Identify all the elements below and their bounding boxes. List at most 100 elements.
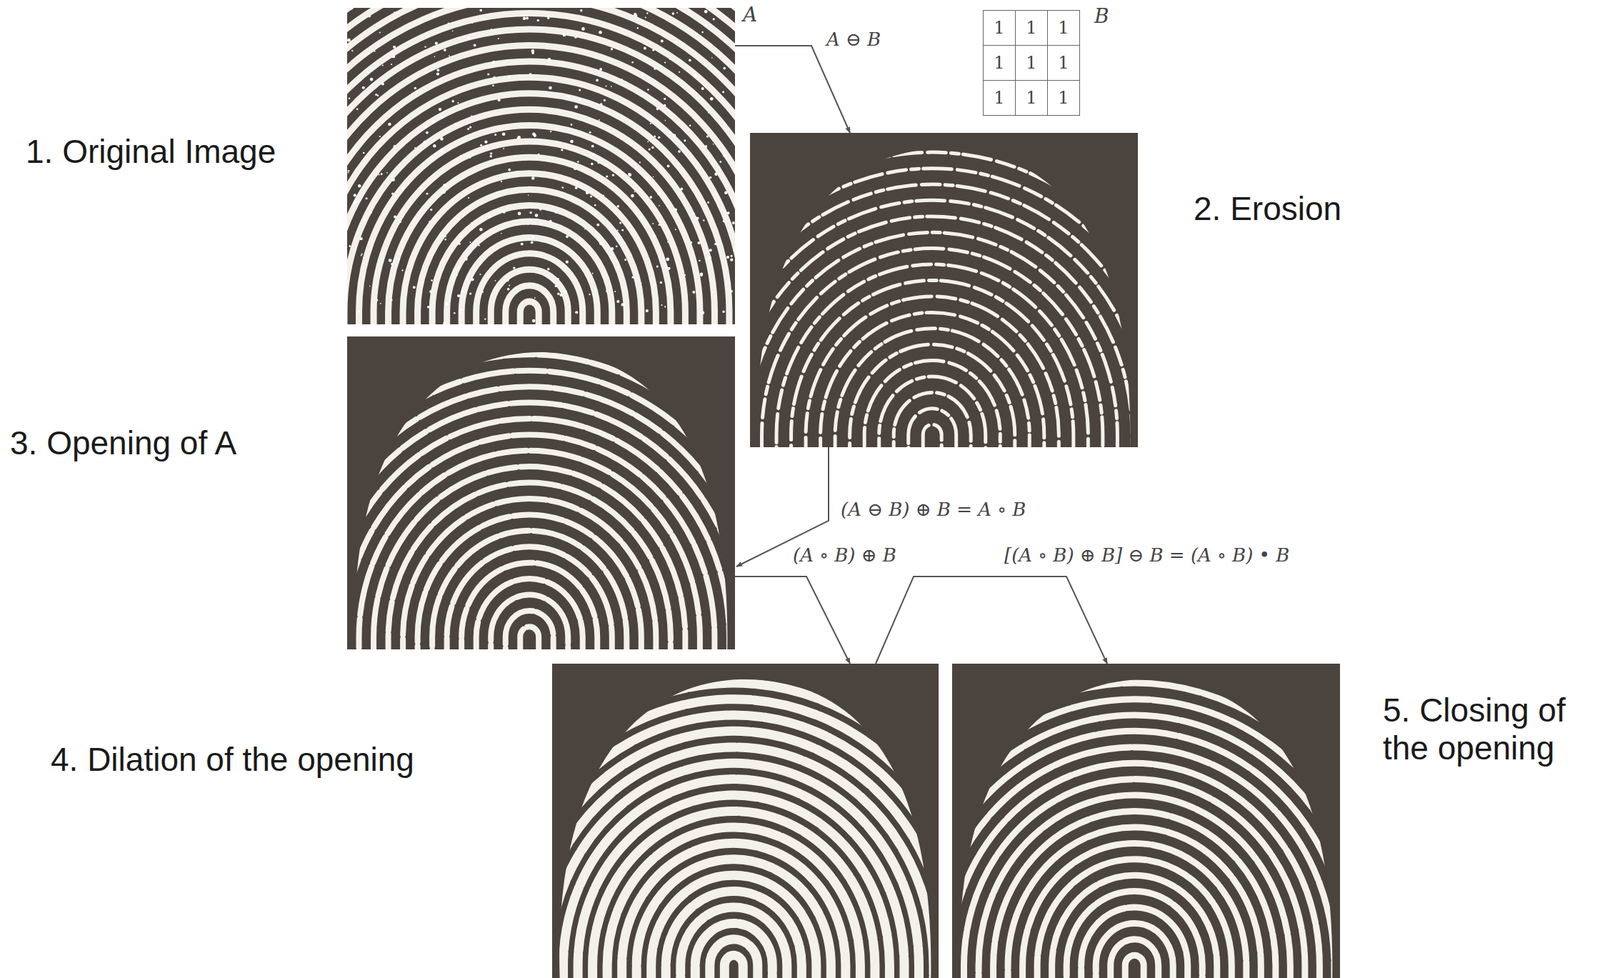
noise-speck — [393, 11, 395, 13]
noise-speck — [473, 44, 477, 48]
noise-speck — [667, 267, 671, 270]
noise-speck — [379, 188, 382, 191]
noise-speck — [425, 131, 429, 135]
noise-speck — [430, 279, 433, 282]
fingerprint-ridge — [552, 663, 939, 978]
fingerprint-ridge — [791, 280, 1074, 448]
fingerprint-ridge — [347, 7, 735, 325]
fingerprint-ridge — [952, 663, 1340, 978]
noise-speck — [618, 234, 621, 237]
fingerprint-ridge — [750, 184, 1138, 448]
noise-speck — [730, 255, 733, 258]
structuring-element-cell: 1 — [1015, 10, 1048, 46]
fingerprint-ridge — [347, 354, 735, 650]
noise-speck — [517, 135, 521, 140]
noise-speck — [470, 115, 473, 118]
noise-speck — [608, 110, 610, 113]
fingerprint-ridge — [347, 336, 735, 650]
operation-arrow — [735, 576, 850, 664]
structuring-element-cell: 1 — [982, 10, 1016, 46]
panel-caption: 2. Erosion — [1193, 190, 1342, 228]
fingerprint-ridge — [879, 376, 986, 448]
noise-speck — [375, 93, 378, 96]
noise-speck — [489, 215, 491, 218]
noise-speck — [430, 159, 432, 161]
fingerprint-ridge — [952, 663, 1340, 978]
noise-speck — [661, 304, 663, 306]
fingerprint-ridge — [1037, 859, 1232, 978]
noise-speck — [615, 245, 618, 248]
noise-speck — [490, 152, 493, 155]
structuring-element-cell: 1 — [1047, 10, 1080, 46]
noise-speck — [356, 120, 359, 123]
noise-speck — [492, 85, 495, 88]
noise-speck — [530, 77, 533, 80]
fingerprint-ridge — [750, 132, 1138, 448]
noise-speck — [434, 55, 436, 58]
noise-speck — [535, 213, 539, 218]
noise-speck — [575, 310, 578, 314]
noise-speck — [427, 305, 430, 308]
noise-speck — [428, 220, 431, 223]
noise-speck — [692, 212, 695, 215]
noise-speck — [663, 97, 666, 100]
noise-speck — [675, 40, 678, 44]
noise-speck — [680, 187, 683, 191]
noise-speck — [730, 290, 733, 293]
noise-speck — [672, 94, 675, 96]
noise-speck — [590, 195, 593, 198]
noise-speck — [710, 261, 712, 263]
noise-speck — [456, 274, 458, 276]
noise-speck — [453, 122, 458, 127]
noise-speck — [692, 290, 695, 294]
noise-speck — [660, 40, 664, 43]
fingerprint-ridge — [750, 132, 1138, 448]
noise-speck — [604, 162, 608, 167]
noise-speck — [467, 197, 470, 199]
noise-speck — [479, 273, 481, 275]
fingerprint-ridge — [622, 842, 846, 978]
fingerprint-ridge — [347, 336, 735, 650]
noise-speck — [412, 285, 416, 289]
noise-speck — [596, 223, 600, 227]
noise-speck — [567, 95, 571, 99]
panel-caption: 3. Opening of A — [10, 424, 237, 463]
noise-speck — [467, 127, 470, 130]
noise-speck — [648, 148, 651, 151]
noise-speck — [570, 123, 573, 126]
noise-speck — [599, 67, 603, 71]
fingerprint-ridge — [347, 7, 735, 325]
noise-speck — [537, 19, 540, 22]
set-name: A — [742, 2, 758, 27]
operation-arrow — [875, 576, 1108, 664]
fingerprint-ridge — [347, 77, 735, 325]
fingerprint-group — [552, 663, 939, 978]
noise-speck — [660, 281, 663, 284]
noise-speck — [490, 28, 493, 30]
noise-speck — [632, 276, 635, 279]
noise-speck — [666, 155, 668, 158]
fingerprint-ridge — [552, 663, 939, 978]
noise-speck — [624, 258, 627, 261]
noise-speck — [500, 180, 503, 183]
noise-speck — [701, 87, 705, 90]
fingerprint-ridge — [1125, 955, 1144, 978]
noise-speck — [531, 52, 534, 55]
fingerprint-ridge — [750, 168, 1138, 448]
fingerprint-ridge — [750, 132, 1138, 448]
fingerprint-image — [552, 663, 939, 978]
noise-speck — [578, 88, 581, 91]
noise-speck — [347, 172, 350, 174]
noise-speck — [562, 33, 567, 38]
fingerprint-ridge — [347, 7, 735, 325]
noise-speck — [678, 71, 680, 73]
noise-speck — [367, 14, 371, 18]
fingerprint-ridge — [347, 7, 735, 325]
noise-speck — [697, 241, 700, 245]
noise-speck — [367, 71, 370, 74]
noise-speck — [610, 85, 613, 88]
noise-speck — [647, 141, 649, 143]
noise-speck — [690, 92, 692, 95]
noise-speck — [525, 17, 529, 20]
